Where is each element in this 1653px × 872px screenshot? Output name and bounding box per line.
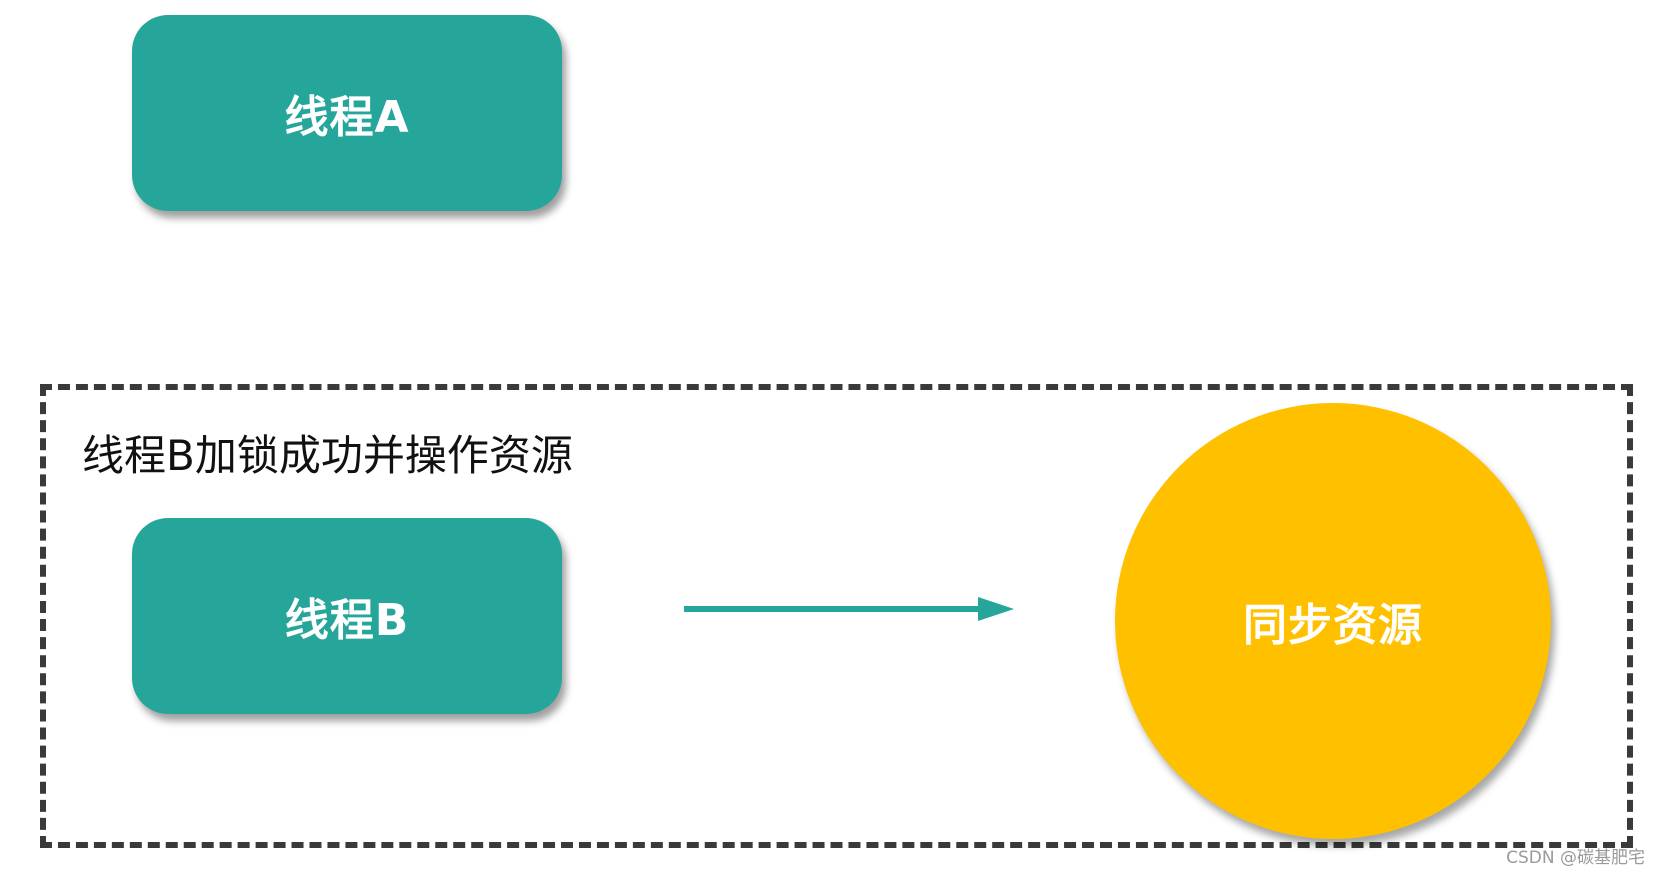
watermark: CSDN @碳基肥宅 bbox=[1506, 848, 1645, 868]
thread-a-label: 线程A bbox=[284, 92, 410, 143]
sync-resource-label: 同步资源 bbox=[1243, 600, 1423, 651]
access-arrow-head bbox=[978, 597, 1014, 621]
thread-b-label: 线程B bbox=[284, 595, 410, 646]
sync-resource-circle: 同步资源 bbox=[1115, 403, 1551, 839]
lock-region bbox=[40, 384, 1633, 848]
thread-b-box: 线程B bbox=[132, 518, 562, 714]
thread-a-box: 线程A bbox=[132, 15, 562, 211]
access-arrow bbox=[684, 597, 1014, 621]
lock-region-caption: 线程B加锁成功并操作资源 bbox=[82, 431, 573, 480]
